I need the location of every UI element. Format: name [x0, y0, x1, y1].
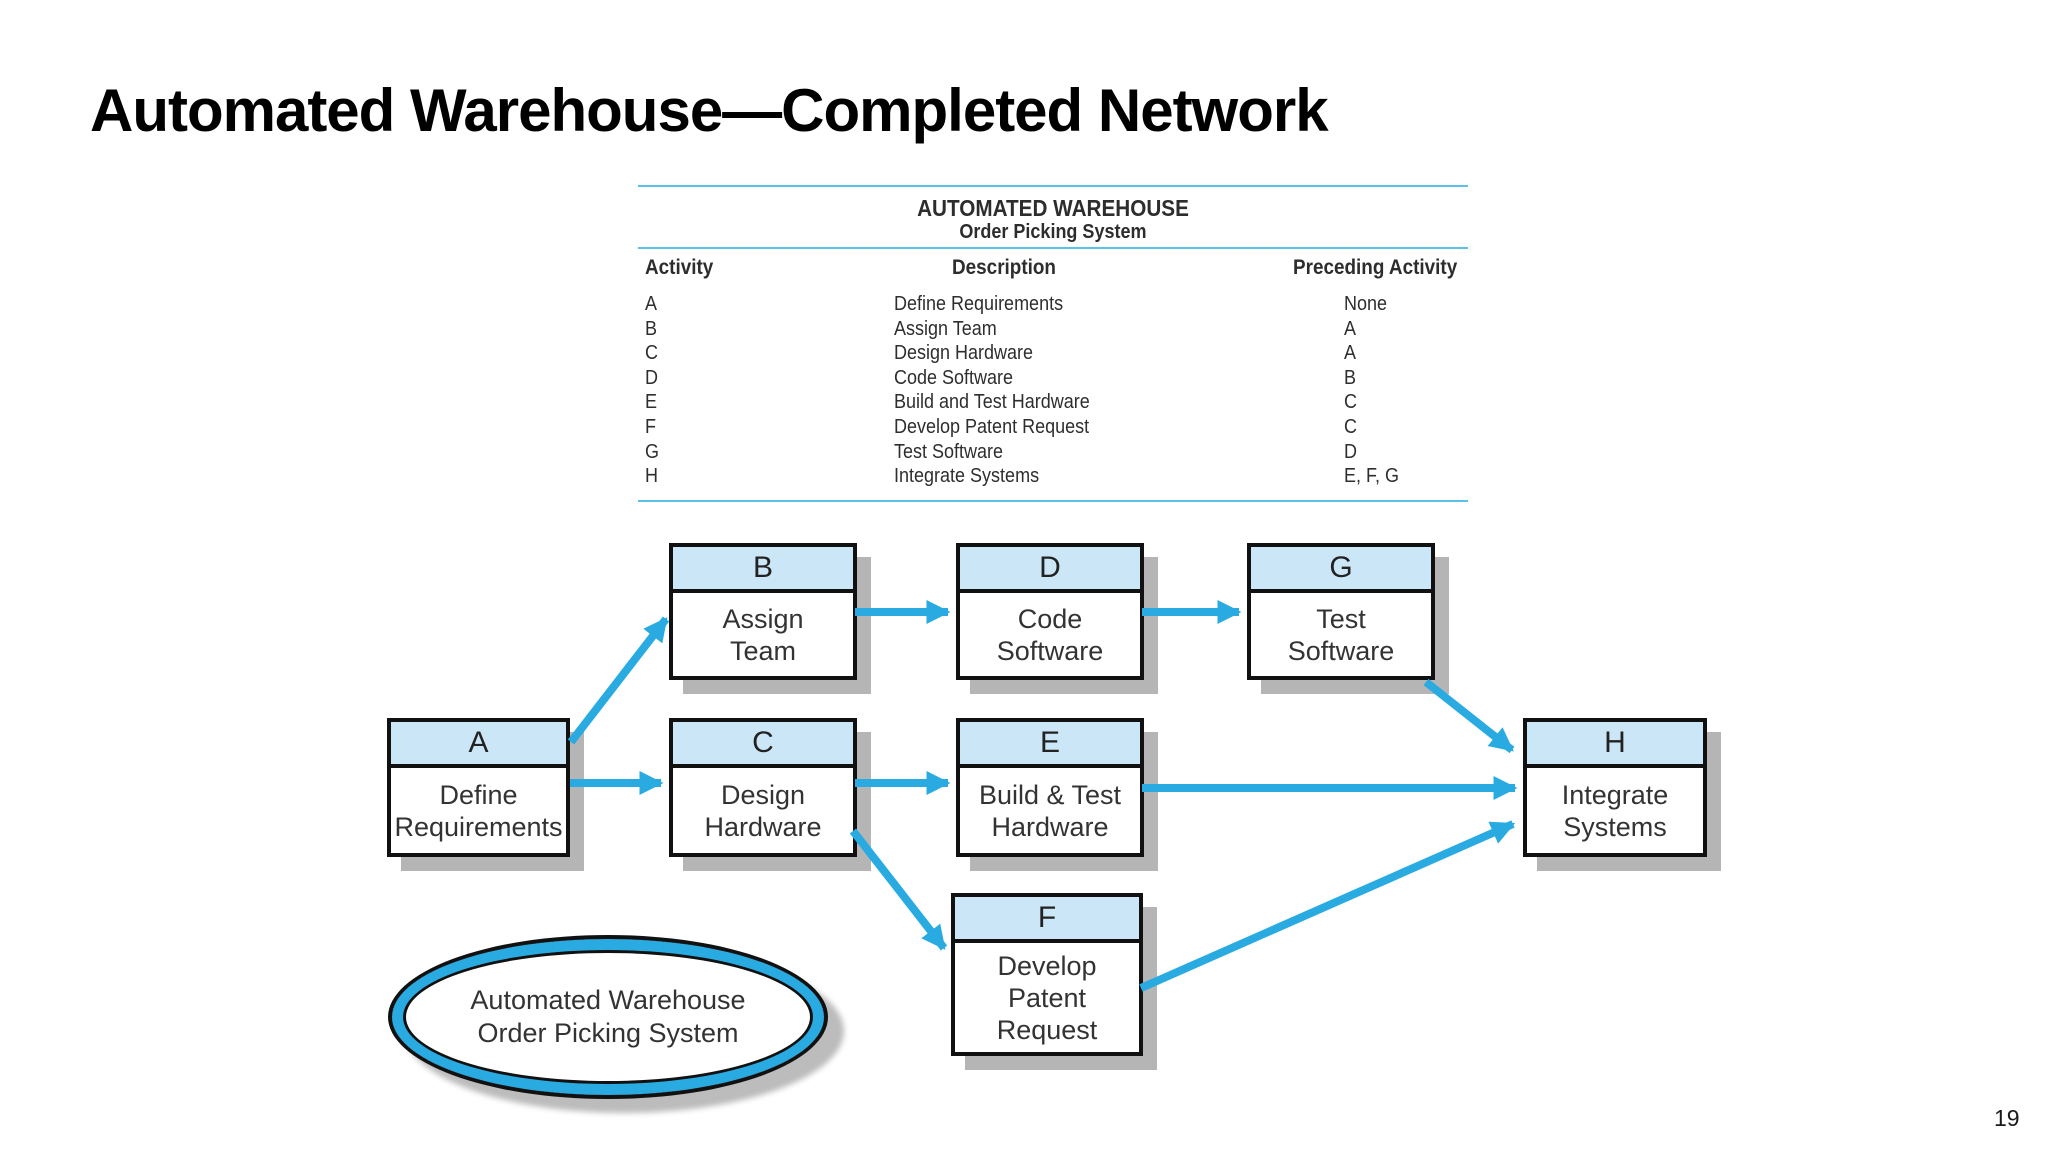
cell-activity: F [645, 415, 656, 438]
node-label: Assign Team [722, 603, 804, 666]
cell-activity: D [645, 366, 659, 389]
table-row: F Develop Patent Request C [638, 415, 1468, 440]
cell-description: Develop Patent Request [894, 415, 1090, 438]
table-rule-bottom [638, 500, 1468, 502]
node-letter: B [673, 547, 853, 593]
cell-activity: B [645, 317, 658, 340]
arrow-a-b [567, 616, 670, 745]
column-header-description: Description [952, 256, 1056, 279]
cell-description: Integrate Systems [894, 465, 1040, 488]
table-row: A Define Requirements None [638, 292, 1468, 317]
table-header-row: Activity Description Preceding Activity [638, 256, 1468, 282]
activity-node-a: A Define Requirements [387, 718, 570, 857]
activity-node-f: F Develop Patent Request [951, 893, 1143, 1056]
activity-node-b: B Assign Team [669, 543, 857, 680]
cell-preceding: B [1344, 366, 1357, 389]
node-letter: D [960, 547, 1140, 593]
activity-node-g: G Test Software [1247, 543, 1435, 680]
node-label: Develop Patent Request [996, 950, 1098, 1045]
cell-preceding: E, F, G [1344, 465, 1400, 488]
node-letter: A [391, 722, 566, 768]
arrow-f-h [1139, 820, 1516, 992]
node-label: Define Requirements [394, 779, 563, 842]
cell-preceding: C [1344, 391, 1358, 414]
table-rule-middle [638, 247, 1468, 249]
node-label: Build & Test Hardware [978, 779, 1122, 842]
column-header-activity: Activity [645, 256, 714, 279]
activity-node-e: E Build & Test Hardware [956, 718, 1144, 857]
arrow-g-h [1423, 678, 1515, 754]
node-label: Integrate Systems [1561, 779, 1669, 842]
node-letter: E [960, 722, 1140, 768]
cell-activity: C [645, 342, 659, 365]
table-row: D Code Software B [638, 366, 1468, 391]
page-title: Automated Warehouse—Completed Network [90, 77, 1329, 144]
cell-description: Assign Team [894, 317, 997, 340]
cell-preceding: D [1344, 440, 1358, 463]
cell-activity: H [645, 465, 659, 488]
activity-node-c: C Design Hardware [669, 718, 857, 857]
table-row: H Integrate Systems E, F, G [638, 464, 1468, 489]
system-ellipse: Automated Warehouse Order Picking System [388, 935, 828, 1099]
cell-preceding: A [1344, 342, 1357, 365]
table-row: G Test Software D [638, 440, 1468, 465]
cell-description: Design Hardware [894, 342, 1034, 365]
cell-preceding: C [1344, 415, 1358, 438]
page-number: 19 [1994, 1105, 2020, 1131]
ellipse-label-line1: Automated Warehouse [470, 985, 746, 1015]
table-subtitle: Order Picking System [959, 221, 1147, 243]
cell-description: Build and Test Hardware [894, 391, 1090, 414]
ellipse-label-line2: Order Picking System [477, 1018, 739, 1048]
cell-activity: E [645, 391, 658, 414]
node-label: Test Software [1287, 603, 1395, 666]
node-letter: C [673, 722, 853, 768]
activity-table: AUTOMATED WAREHOUSE Order Picking System… [638, 180, 1468, 510]
node-letter: H [1527, 722, 1703, 768]
node-letter: G [1251, 547, 1431, 593]
cell-description: Define Requirements [894, 293, 1064, 315]
cell-description: Test Software [894, 440, 1004, 463]
table-row: B Assign Team A [638, 317, 1468, 342]
arrow-c-f [849, 828, 948, 951]
table-row: E Build and Test Hardware C [638, 390, 1468, 415]
table-rule-top [638, 185, 1468, 187]
column-header-preceding: Preceding Activity [1293, 256, 1458, 279]
table-row: C Design Hardware A [638, 341, 1468, 366]
activity-node-h: H Integrate Systems [1523, 718, 1707, 857]
cell-preceding: A [1344, 317, 1357, 340]
cell-preceding: None [1344, 293, 1388, 315]
cell-description: Code Software [894, 366, 1014, 389]
node-label: Design Hardware [704, 779, 822, 842]
node-label: Code Software [996, 603, 1104, 666]
cell-activity: G [645, 440, 660, 463]
table-body: A Define Requirements None B Assign Team… [638, 292, 1468, 489]
cell-activity: A [645, 293, 658, 315]
table-title: AUTOMATED WAREHOUSE [917, 195, 1189, 221]
node-letter: F [955, 897, 1139, 943]
activity-node-d: D Code Software [956, 543, 1144, 680]
